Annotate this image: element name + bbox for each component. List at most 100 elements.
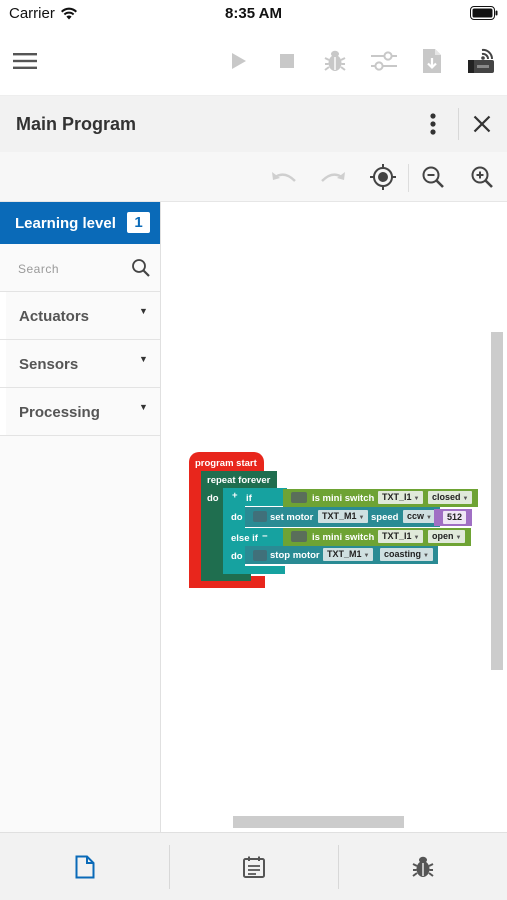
- zoom-in-icon: [471, 166, 493, 188]
- horizontal-scrollbar[interactable]: [233, 816, 404, 828]
- motor-icon: [253, 511, 267, 522]
- undo-button[interactable]: [268, 161, 300, 193]
- if-do-label: do: [231, 512, 243, 523]
- tab-console[interactable]: [169, 833, 338, 900]
- repeat-forever-block[interactable]: repeat forever do: [201, 471, 277, 581]
- block-workspace[interactable]: program start repeat forever do + if do …: [161, 202, 507, 832]
- caret-down-icon: ▼: [139, 306, 148, 316]
- stop-motor-block[interactable]: stop motor TXT_M1▼ coasting▼: [245, 546, 438, 564]
- learning-level-label: Learning level: [15, 215, 116, 232]
- learning-level-badge: 1: [127, 212, 150, 233]
- undo-icon: [272, 172, 296, 182]
- if-else-block[interactable]: + if do else if − do: [223, 488, 287, 576]
- program-header: Main Program: [0, 96, 507, 152]
- set-motor-block[interactable]: set motor TXT_M1▼ speed ccw▼: [245, 507, 440, 527]
- tab-separator: [169, 845, 170, 889]
- more-options-button[interactable]: [418, 108, 448, 140]
- controller-connection-button[interactable]: [462, 42, 500, 80]
- status-bar: Carrier 8:35 AM: [0, 0, 507, 28]
- vertical-scrollbar[interactable]: [491, 332, 503, 670]
- program-start-label: program start: [195, 458, 257, 469]
- motor-dropdown[interactable]: TXT_M1▼: [323, 548, 374, 561]
- category-label: Sensors: [19, 356, 79, 373]
- category-processing[interactable]: Processing ▼: [0, 388, 160, 436]
- center-workspace-button[interactable]: [367, 161, 399, 193]
- bottom-tab-bar: [0, 832, 507, 900]
- stop-button[interactable]: [268, 42, 306, 80]
- more-vertical-icon: [430, 113, 436, 135]
- editor-toolbar-separator: [408, 164, 409, 192]
- wifi-icon: [60, 7, 77, 20]
- input-dropdown[interactable]: TXT_I1▼: [378, 491, 424, 504]
- zoom-in-button[interactable]: [466, 161, 498, 193]
- caret-down-icon: ▼: [139, 402, 148, 412]
- mini-switch-condition-block[interactable]: is mini switch TXT_I1▼ closed▼: [283, 489, 478, 507]
- redo-icon: [321, 172, 345, 182]
- stop-motor-label: stop motor: [270, 550, 320, 561]
- stop-icon: [280, 54, 294, 68]
- document-icon: [75, 855, 94, 879]
- play-icon: [232, 53, 246, 69]
- learning-level-selector[interactable]: Learning level 1: [0, 202, 160, 244]
- controller-wifi-icon: [468, 48, 494, 73]
- clock: 8:35 AM: [225, 5, 282, 22]
- program-title: Main Program: [16, 114, 137, 134]
- palette-search: [0, 244, 160, 292]
- tab-separator: [338, 845, 339, 889]
- state-dropdown[interactable]: closed▼: [428, 491, 473, 504]
- close-button[interactable]: [466, 108, 498, 140]
- mini-switch-condition-block[interactable]: is mini switch TXT_I1▼ open▼: [283, 528, 471, 546]
- sliders-icon: [371, 51, 397, 71]
- if-label: if: [246, 493, 252, 504]
- target-icon: [370, 164, 396, 190]
- settings-sliders-button[interactable]: [365, 42, 403, 80]
- speed-value-field[interactable]: 512: [443, 511, 467, 524]
- redo-button[interactable]: [317, 161, 349, 193]
- mini-switch-label: is mini switch: [312, 493, 375, 504]
- else-do-label: do: [231, 551, 243, 562]
- set-motor-label: set motor: [270, 512, 314, 523]
- tab-program[interactable]: [0, 833, 169, 900]
- bug-icon: [411, 856, 434, 877]
- category-actuators[interactable]: Actuators ▼: [0, 292, 160, 340]
- calendar-list-icon: [242, 856, 265, 878]
- menu-icon: [13, 53, 37, 69]
- download-file-icon: [423, 49, 441, 73]
- battery-icon: [470, 6, 498, 25]
- editor-toolbar: [0, 152, 507, 202]
- zoom-out-button[interactable]: [417, 161, 449, 193]
- if-plus-button[interactable]: +: [232, 490, 238, 501]
- main-toolbar: [0, 28, 507, 96]
- tab-debug[interactable]: [338, 833, 507, 900]
- category-label: Actuators: [19, 308, 90, 325]
- state-dropdown[interactable]: open▼: [428, 530, 466, 543]
- search-icon[interactable]: [131, 258, 151, 278]
- download-button[interactable]: [413, 42, 451, 80]
- menu-button[interactable]: [6, 42, 44, 80]
- sensor-icon: [291, 531, 307, 542]
- carrier-label: Carrier: [9, 5, 78, 22]
- motor-dropdown[interactable]: TXT_M1▼: [318, 510, 369, 523]
- play-button[interactable]: [220, 42, 258, 80]
- else-if-label: else if: [231, 533, 258, 544]
- category-sensors[interactable]: Sensors ▼: [0, 340, 160, 388]
- close-icon: [473, 115, 491, 133]
- debug-button[interactable]: [316, 42, 354, 80]
- speed-value-block[interactable]: 512: [434, 509, 472, 526]
- repeat-do-label: do: [207, 493, 219, 504]
- sensor-icon: [291, 492, 307, 503]
- bug-icon: [324, 50, 346, 71]
- repeat-forever-label: repeat forever: [207, 475, 271, 486]
- mini-switch-label: is mini switch: [312, 532, 375, 543]
- caret-down-icon: ▼: [139, 354, 148, 364]
- search-input[interactable]: [18, 258, 126, 280]
- stop-mode-dropdown[interactable]: coasting▼: [380, 548, 433, 561]
- header-divider: [458, 108, 459, 140]
- zoom-out-icon: [422, 166, 444, 188]
- direction-dropdown[interactable]: ccw▼: [403, 510, 436, 523]
- else-if-minus-button[interactable]: −: [262, 531, 268, 542]
- motor-icon: [253, 550, 267, 561]
- category-label: Processing: [19, 404, 100, 421]
- speed-label: speed: [371, 512, 399, 523]
- input-dropdown[interactable]: TXT_I1▼: [378, 530, 424, 543]
